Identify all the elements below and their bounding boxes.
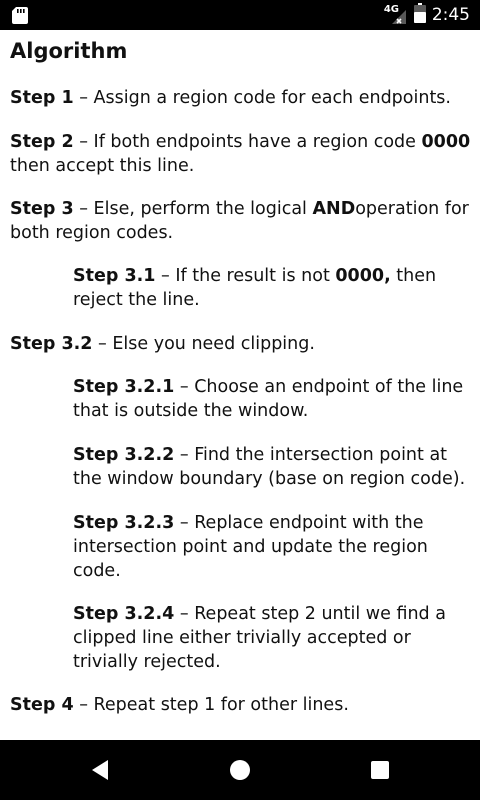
article-content: Algorithm Step 1 – Assign a region code … <box>0 30 480 740</box>
step-text: – If both endpoints have a region code <box>79 132 422 152</box>
step-text: the window boundary (base on region code… <box>73 469 466 489</box>
step-1: Step 1 – Assign a region code for each e… <box>10 86 451 110</box>
step-text: trivially rejected. <box>73 652 221 672</box>
signal-4g-icon: 4G <box>384 4 408 26</box>
navigation-bar <box>0 740 480 800</box>
step-2: Step 2 – If both endpoints have a region… <box>10 130 470 178</box>
region-code: 0000 <box>421 132 471 152</box>
step-text: reject the line. <box>73 290 200 310</box>
step-4: Step 4 – Repeat step 1 for other lines. <box>10 693 349 717</box>
operator: AND <box>312 199 356 219</box>
step-label: Step 3.2.4 <box>73 604 175 624</box>
step-text: – Repeat step 1 for other lines. <box>79 695 349 715</box>
recents-button[interactable] <box>350 740 410 800</box>
sd-card-icon <box>12 7 28 28</box>
step-3-2-1: Step 3.2.1 – Choose an endpoint of the l… <box>73 375 463 423</box>
step-label: Step 1 <box>10 88 74 108</box>
step-3-1: Step 3.1 – If the result is not 0000, th… <box>73 264 436 312</box>
step-label: Step 2 <box>10 132 74 152</box>
home-button[interactable] <box>210 740 270 800</box>
step-3-2: Step 3.2 – Else you need clipping. <box>10 332 315 356</box>
network-type: 4G <box>383 4 399 15</box>
step-text: intersection point and update the region <box>73 537 428 557</box>
step-text: operation for <box>355 199 469 219</box>
step-text: then <box>390 266 437 286</box>
battery-icon <box>413 3 426 27</box>
back-button[interactable] <box>70 740 130 800</box>
step-3-2-2: Step 3.2.2 – Find the intersection point… <box>73 443 465 491</box>
step-text: – Else you need clipping. <box>98 334 315 354</box>
step-text: – Assign a region code for each endpoint… <box>79 88 451 108</box>
step-3: Step 3 – Else, perform the logical ANDop… <box>10 197 469 245</box>
step-text: – Find the intersection point at <box>179 445 448 465</box>
status-clock: 2:45 <box>431 5 470 25</box>
step-label: Step 3.2.1 <box>73 377 175 397</box>
back-icon <box>92 760 108 780</box>
step-label: Step 3.2.3 <box>73 513 175 533</box>
step-text: then accept this line. <box>10 156 195 176</box>
step-text: clipped line either trivially accepted o… <box>73 628 411 648</box>
step-text: – Else, perform the logical <box>79 199 313 219</box>
step-label: Step 3.2.2 <box>73 445 175 465</box>
step-label: Step 3.1 <box>73 266 156 286</box>
step-text: – Replace endpoint with the <box>179 513 424 533</box>
step-text: – Choose an endpoint of the line <box>179 377 464 397</box>
step-text: that is outside the window. <box>73 401 309 421</box>
step-label: Step 4 <box>10 695 74 715</box>
step-text: both region codes. <box>10 223 174 243</box>
step-3-2-3: Step 3.2.3 – Replace endpoint with the i… <box>73 511 428 583</box>
step-text: – Repeat step 2 until we find a <box>179 604 446 624</box>
step-label: Step 3.2 <box>10 334 93 354</box>
status-bar: 4G 2:45 <box>0 0 480 30</box>
step-label: Step 3 <box>10 199 74 219</box>
region-code: 0000, <box>335 266 391 286</box>
home-icon <box>230 760 250 780</box>
step-3-2-4: Step 3.2.4 – Repeat step 2 until we find… <box>73 602 446 674</box>
page-title: Algorithm <box>10 39 128 63</box>
step-text: code. <box>73 561 121 581</box>
step-text: – If the result is not <box>161 266 336 286</box>
recents-icon <box>371 761 389 779</box>
